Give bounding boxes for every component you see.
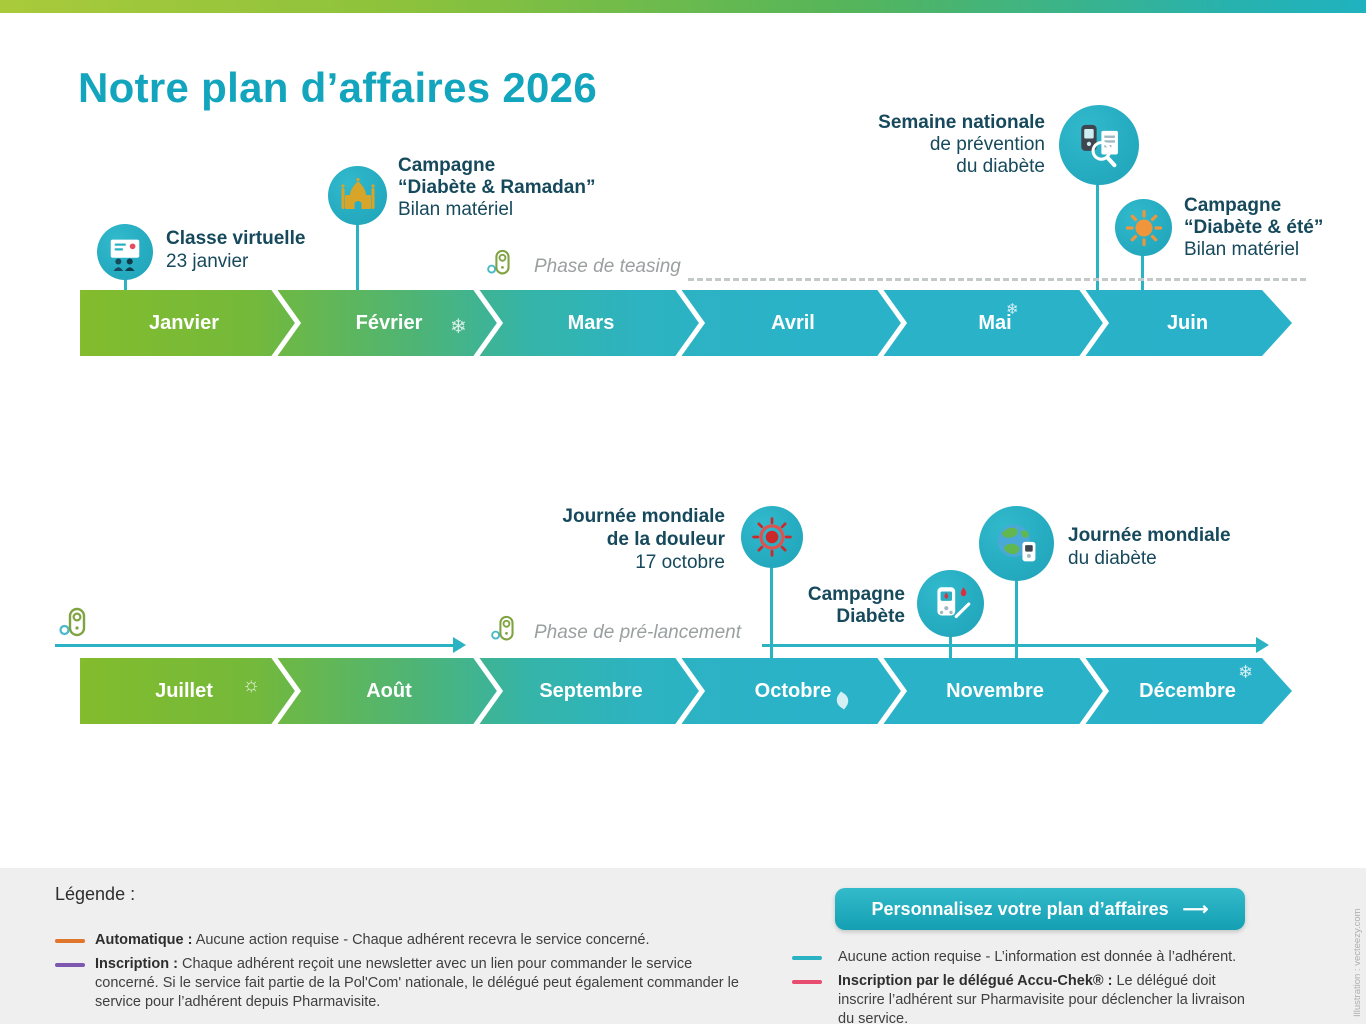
legend-section: Légende : Automatique : Aucune action re… [0, 868, 1366, 1024]
arrow-right-icon: ⟶ [1182, 898, 1209, 919]
diabete-ete-icon [1115, 199, 1172, 256]
chevron-separator [1077, 290, 1111, 356]
stem-diabete-ete [1141, 254, 1144, 290]
journee-diabete-icon [979, 506, 1054, 581]
page-title: Notre plan d’affaires 2026 [78, 64, 597, 111]
legend-title: Légende : [55, 884, 136, 904]
month-octobre: Octobre [754, 680, 832, 702]
glucometer-drop-icon [936, 586, 970, 618]
cta-label: Personnalisez votre plan d’affaires [871, 898, 1169, 919]
month-mai: Mai [978, 312, 1012, 334]
phase-pre-lancement-label: Phase de pré-lancement [534, 622, 742, 643]
snowflake-icon: ❄ [1238, 662, 1254, 682]
event-diabete-ete-label: Campagne “Diabète & été” Bilan matériel [1184, 195, 1324, 260]
semaine-nationale-icon [1059, 105, 1139, 185]
event-douleur-label: Journée mondiale de la douleur 17 octobr… [562, 506, 725, 573]
teasing-dashed-line [688, 278, 1306, 281]
glucometer-check-icon [1081, 124, 1118, 168]
chevron-separator [673, 658, 707, 724]
stem-semaine-nationale [1096, 184, 1099, 290]
event-ramadan-label: Campagne “Diabète & Ramadan” Bilan matér… [398, 155, 596, 220]
chevron-separator [269, 290, 303, 356]
teasing-continuation-line [55, 644, 453, 647]
sensor-icon [486, 248, 512, 283]
chevron-separator [875, 658, 909, 724]
chevron-separator [673, 290, 707, 356]
top-accent-bar [0, 0, 1366, 13]
timeline-jul-dec: Juillet Août Septembre Octobre Novembre … [80, 658, 1292, 724]
legend-item-delegue: Inscription par le délégué Accu-Chek® : … [838, 973, 1245, 1024]
legend-item-info: Aucune action requise - L’information es… [838, 949, 1237, 965]
event-classe-virtuelle-label: Classe virtuelle 23 janvier [166, 228, 306, 272]
month-avril: Avril [771, 312, 815, 334]
legend-line-info [792, 956, 822, 960]
month-mars: Mars [567, 312, 615, 334]
legend-item-inscription: Inscription : Chaque adhérent reçoit une… [95, 956, 739, 1010]
month-decembre: Décembre [1139, 680, 1236, 702]
legend-line-delegue [792, 980, 822, 984]
arrowhead-icon [1256, 637, 1269, 653]
month-aout: Août [366, 680, 412, 702]
classroom-icon [110, 239, 140, 271]
chevron-separator [471, 290, 505, 356]
stem-douleur [770, 566, 773, 658]
month-juin: Juin [1166, 312, 1209, 334]
illustration-credit: Illustration : vecteezy.com [1352, 908, 1363, 1017]
snowflake-icon: ❄ [450, 316, 467, 338]
stem-journee-diabete [1015, 578, 1018, 658]
month-juillet: Juillet [155, 680, 213, 702]
legend-line-inscription [55, 963, 85, 967]
douleur-icon [741, 506, 803, 568]
chevron-separator [471, 658, 505, 724]
sun-icon [1125, 209, 1162, 246]
sensor-icon [490, 614, 516, 649]
arrowhead-icon [453, 637, 466, 653]
event-semaine-nationale-label: Semaine nationale de prévention du diabè… [878, 112, 1045, 177]
timeline-jan-jun: Janvier Février Mars Avril Mai Juin ❄ ❄ [80, 290, 1292, 356]
event-journee-diabete-label: Journée mondiale du diabète [1068, 525, 1231, 569]
chevron-separator [1077, 658, 1111, 724]
legend-item-automatique: Automatique : Aucune action requise - Ch… [95, 932, 650, 948]
classe-virtuelle-icon [97, 224, 153, 280]
month-septembre: Septembre [539, 680, 643, 702]
pre-lancement-line [762, 644, 1256, 647]
snowflake-icon: ❄ [1006, 301, 1019, 318]
chevron-separator [875, 290, 909, 356]
ramadan-icon [328, 166, 387, 225]
globe-meter-icon [997, 524, 1035, 561]
sun-icon: ☼ [242, 674, 261, 696]
stem-ramadan [356, 196, 359, 290]
legend-line-automatique [55, 939, 85, 943]
mosque-icon [340, 177, 375, 209]
pain-spot-icon [752, 517, 792, 557]
month-fevrier: Février [355, 312, 423, 334]
sensor-icon [58, 606, 88, 645]
month-novembre: Novembre [946, 680, 1044, 702]
month-janvier: Janvier [148, 312, 220, 334]
event-campagne-diabete-label: Campagne Diabète [807, 584, 905, 627]
campagne-diabete-icon [917, 570, 984, 637]
phase-teasing-label: Phase de teasing [534, 256, 681, 277]
chevron-separator [269, 658, 303, 724]
personnalisez-button[interactable]: Personnalisez votre plan d’affaires ⟶ [835, 888, 1245, 930]
stem-campagne-diabete [949, 634, 952, 658]
